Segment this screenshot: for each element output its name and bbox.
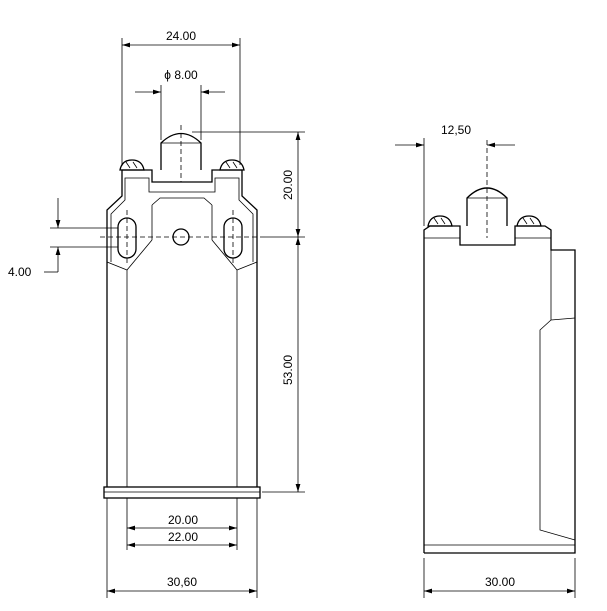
screw-right: [219, 159, 245, 171]
dim-base-width: 30,60: [106, 498, 258, 598]
dim-top-width-label: 24.00: [166, 29, 196, 43]
dim-base-width-label: 30,60: [167, 575, 197, 589]
dim-body-height-label: 53.00: [281, 355, 295, 385]
dim-plunger-diameter-label: ϕ 8.00: [164, 68, 198, 82]
dim-top-width: 24.00: [121, 29, 241, 165]
front-body-outline: [103, 169, 261, 499]
dim-body-height: 53.00: [262, 237, 305, 493]
side-plunger: [466, 140, 508, 238]
dim-plunger-diameter: ϕ 8.00: [135, 68, 225, 140]
screw-left: [119, 159, 145, 171]
side-view: 12,50 30.00: [395, 123, 576, 598]
dim-side-depth: 30.00: [423, 558, 576, 598]
plunger: [160, 125, 202, 182]
dim-plunger-height-label: 20.00: [281, 170, 295, 200]
dim-inner-width-2-label: 22.00: [168, 530, 198, 544]
dim-hole-offset-label: 4.00: [8, 265, 32, 279]
dim-side-offset-label: 12,50: [441, 123, 471, 137]
side-body-outline: [423, 225, 576, 554]
dim-side-offset: 12,50: [395, 123, 515, 226]
side-screw-right: [516, 215, 542, 227]
dim-inner-width-1-label: 20.00: [168, 513, 198, 527]
dim-side-depth-label: 30.00: [485, 575, 515, 589]
front-view: 24.00 ϕ 8.00 20.00 53.00: [8, 29, 305, 598]
dim-plunger-height: 20.00: [192, 131, 305, 238]
dim-inner-widths: 20.00 22.00: [126, 498, 238, 550]
side-screw-left: [427, 215, 453, 227]
dim-hole-offset: 4.00: [8, 198, 118, 279]
